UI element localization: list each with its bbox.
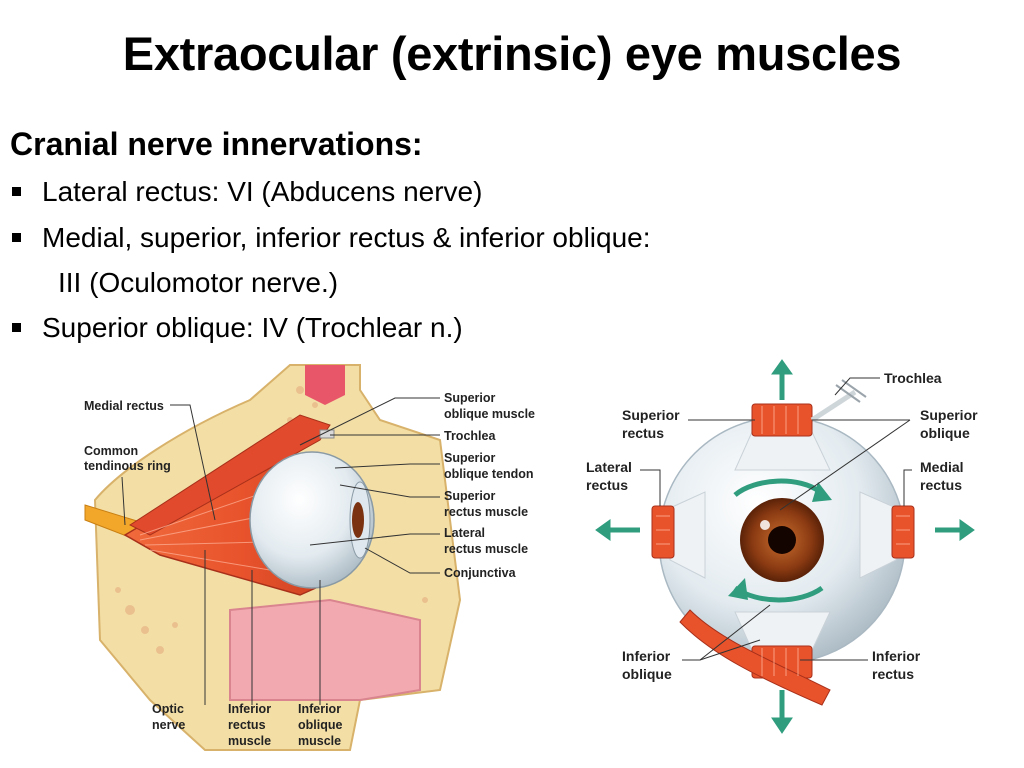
label-inferior-rectus-1: Inferior bbox=[872, 648, 921, 664]
iris-side bbox=[352, 502, 364, 538]
bullet-marker-icon bbox=[12, 323, 21, 332]
label-trochlea-right: Trochlea bbox=[884, 370, 942, 386]
section-heading: Cranial nerve innervations: bbox=[10, 126, 423, 162]
bullet-marker-icon bbox=[12, 233, 21, 242]
rotate-top-arrow-icon bbox=[733, 478, 822, 498]
muscle-fibers-right bbox=[656, 406, 910, 676]
label-inf-rectus-2: rectus bbox=[228, 718, 266, 732]
bullet-text: Medial, superior, inferior rectus & infe… bbox=[42, 222, 651, 253]
label-lateral-rectus-1: Lateral bbox=[586, 459, 632, 475]
label-medial-rectus-2: rectus bbox=[920, 477, 962, 493]
label-inf-rectus-3: muscle bbox=[228, 734, 271, 748]
label-sup-oblique-tendon-2: oblique tendon bbox=[444, 467, 534, 481]
label-sup-rectus-muscle-2: rectus muscle bbox=[444, 505, 528, 519]
bullet-marker-icon bbox=[12, 187, 21, 196]
label-lat-rectus-muscle-1: Lateral bbox=[444, 526, 485, 540]
label-common-ring-1: Common bbox=[84, 444, 138, 458]
label-lat-rectus-muscle-2: rectus muscle bbox=[444, 542, 528, 556]
label-medial-rectus: Medial rectus bbox=[84, 399, 164, 413]
left-leader-lines bbox=[121, 397, 440, 705]
label-sup-oblique-muscle-2: oblique muscle bbox=[444, 407, 535, 421]
bullet-text: Lateral rectus: VI (Abducens nerve) bbox=[42, 176, 483, 207]
label-inferior-oblique-1: Inferior bbox=[622, 648, 671, 664]
trochlea-structure bbox=[319, 429, 335, 439]
lateral-rectus-muscle bbox=[651, 505, 675, 559]
rotate-bottom-arrowhead-icon bbox=[728, 578, 748, 600]
label-optic-nerve-1: Optic bbox=[152, 702, 184, 716]
label-superior-oblique-2: oblique bbox=[920, 425, 970, 441]
bullet-item: Superior oblique: IV (Trochlear n.) bbox=[12, 312, 463, 344]
maxillary-sinus bbox=[229, 598, 421, 701]
medial-rectus-muscle bbox=[891, 505, 915, 559]
label-optic-nerve-2: nerve bbox=[152, 718, 185, 732]
upper-sinus bbox=[305, 365, 345, 405]
label-inf-oblique-2: oblique bbox=[298, 718, 342, 732]
arrow-up-icon bbox=[771, 359, 793, 375]
label-sup-rectus-muscle-1: Superior bbox=[444, 489, 496, 503]
pupil bbox=[768, 526, 796, 554]
right-eye-diagram: Trochlea Superior rectus Superior obliqu… bbox=[586, 359, 978, 734]
label-inferior-oblique-2: oblique bbox=[622, 666, 672, 682]
arrow-right-icon bbox=[959, 519, 975, 541]
slide-title: Extraocular (extrinsic) eye muscles bbox=[122, 27, 902, 80]
label-inf-rectus-1: Inferior bbox=[228, 702, 271, 716]
label-sup-oblique-tendon-1: Superior bbox=[444, 451, 496, 465]
label-inferior-rectus-2: rectus bbox=[872, 666, 914, 682]
label-inf-oblique-3: muscle bbox=[298, 734, 341, 748]
iris-highlight bbox=[760, 520, 770, 530]
label-lateral-rectus-2: rectus bbox=[586, 477, 628, 493]
rotate-top-arrowhead-icon bbox=[812, 482, 832, 502]
bullet-item: Medial, superior, inferior rectus & infe… bbox=[12, 222, 651, 254]
right-leader-lines bbox=[640, 377, 912, 661]
arrow-left-icon bbox=[595, 519, 611, 541]
label-conjunctiva: Conjunctiva bbox=[444, 566, 517, 580]
inferior-oblique-muscle bbox=[679, 609, 831, 706]
direction-arrows bbox=[595, 359, 975, 734]
arrow-down-icon bbox=[771, 717, 793, 734]
label-medial-rectus-1: Medial bbox=[920, 459, 964, 475]
left-orbit-diagram: Medial rectus Common tendinous ring Supe… bbox=[84, 364, 535, 751]
superior-oblique-tendon bbox=[810, 389, 857, 423]
label-trochlea-left: Trochlea bbox=[444, 429, 496, 443]
label-inf-oblique-1: Inferior bbox=[298, 702, 341, 716]
label-superior-rectus-1: Superior bbox=[622, 407, 680, 423]
label-superior-oblique-1: Superior bbox=[920, 407, 978, 423]
label-sup-oblique-muscle-1: Superior bbox=[444, 391, 496, 405]
label-superior-rectus-2: rectus bbox=[622, 425, 664, 441]
label-common-ring-2: tendinous ring bbox=[84, 459, 171, 473]
superior-rectus-muscle bbox=[751, 403, 813, 437]
bullet-continuation: III (Oculomotor nerve.) bbox=[58, 267, 339, 298]
bullet-item: Lateral rectus: VI (Abducens nerve) bbox=[12, 176, 482, 208]
bullet-text: Superior oblique: IV (Trochlear n.) bbox=[42, 312, 463, 343]
